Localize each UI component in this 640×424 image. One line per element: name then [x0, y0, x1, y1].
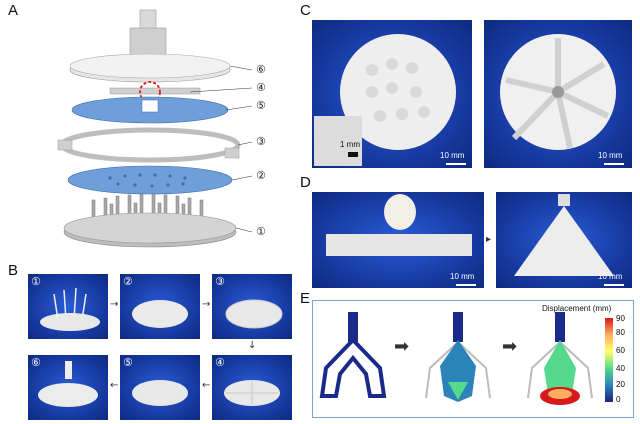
colorbar-tick: 80	[616, 328, 625, 337]
colorbar-tick: 20	[616, 380, 625, 389]
arrow-right-icon: ➡	[394, 336, 410, 357]
panel-label-b: B	[8, 262, 19, 279]
colorbar-tick: 60	[616, 346, 625, 355]
gripper-sim-deformed	[527, 312, 593, 405]
scale-label-c-inset: 1 mm	[340, 140, 360, 149]
step-photo-4	[212, 355, 292, 420]
step-number-3: ③	[215, 275, 225, 288]
gripper-sim-mid	[425, 312, 491, 402]
gripper-photo-bottom	[484, 20, 632, 168]
panel-label-e: E	[300, 290, 311, 307]
scale-bar-c-left	[446, 163, 466, 165]
arrow-right-icon: →	[202, 299, 211, 310]
grasp-photo-before	[312, 192, 484, 288]
simulation-frame	[312, 300, 634, 418]
colorbar-tick: 90	[616, 314, 625, 323]
arrow-left-icon: ←	[110, 380, 119, 391]
layer-label-5: ⑤	[256, 99, 266, 112]
scale-label-d-right: 10 mm	[598, 272, 623, 281]
inset-photo	[314, 116, 362, 166]
layer-label-3: ③	[256, 135, 266, 148]
scale-bar-d-right	[604, 284, 624, 286]
layer-label-1: ①	[256, 225, 266, 238]
arrow-left-icon: ←	[202, 380, 211, 391]
step-number-6: ⑥	[31, 356, 41, 369]
colorbar	[605, 318, 613, 402]
arrow-down-icon: ↓	[248, 340, 257, 351]
scale-bar-c-right	[604, 163, 624, 165]
step-photo-1	[28, 274, 108, 339]
grasp-photo-after	[496, 192, 632, 288]
arrow-right-icon: ➡	[502, 336, 518, 357]
gripper-photo-top	[312, 20, 472, 168]
layer-label-6: ⑥	[256, 63, 266, 76]
exploded-assembly-diagram	[57, 9, 253, 248]
arrow-right-icon: ▸	[486, 234, 492, 245]
panel-label-c: C	[300, 2, 311, 19]
gripper-sim-undeformed	[319, 312, 387, 398]
scale-label-d-left: 10 mm	[450, 272, 475, 281]
layer-label-4: ④	[256, 81, 266, 94]
step-photo-6	[28, 355, 108, 420]
step-photo-5	[120, 355, 200, 420]
colorbar-title: Displacement (mm)	[542, 304, 612, 313]
step-number-4: ④	[215, 356, 225, 369]
panel-label-a: A	[8, 2, 19, 19]
step-number-1: ①	[31, 275, 41, 288]
layer-label-2: ②	[256, 169, 266, 182]
step-number-2: ②	[123, 275, 133, 288]
step-photo-2	[120, 274, 200, 339]
step-photo-3	[212, 274, 292, 339]
scale-bar-d-left	[456, 284, 476, 286]
scale-label-c-right: 10 mm	[598, 151, 623, 160]
colorbar-tick: 40	[616, 364, 625, 373]
step-number-5: ⑤	[123, 356, 133, 369]
scale-label-c-left: 10 mm	[440, 151, 465, 160]
arrow-right-icon: →	[110, 299, 119, 310]
scale-bar-c-inset	[348, 152, 358, 157]
colorbar-tick: 0	[616, 395, 621, 404]
panel-label-d: D	[300, 174, 311, 191]
